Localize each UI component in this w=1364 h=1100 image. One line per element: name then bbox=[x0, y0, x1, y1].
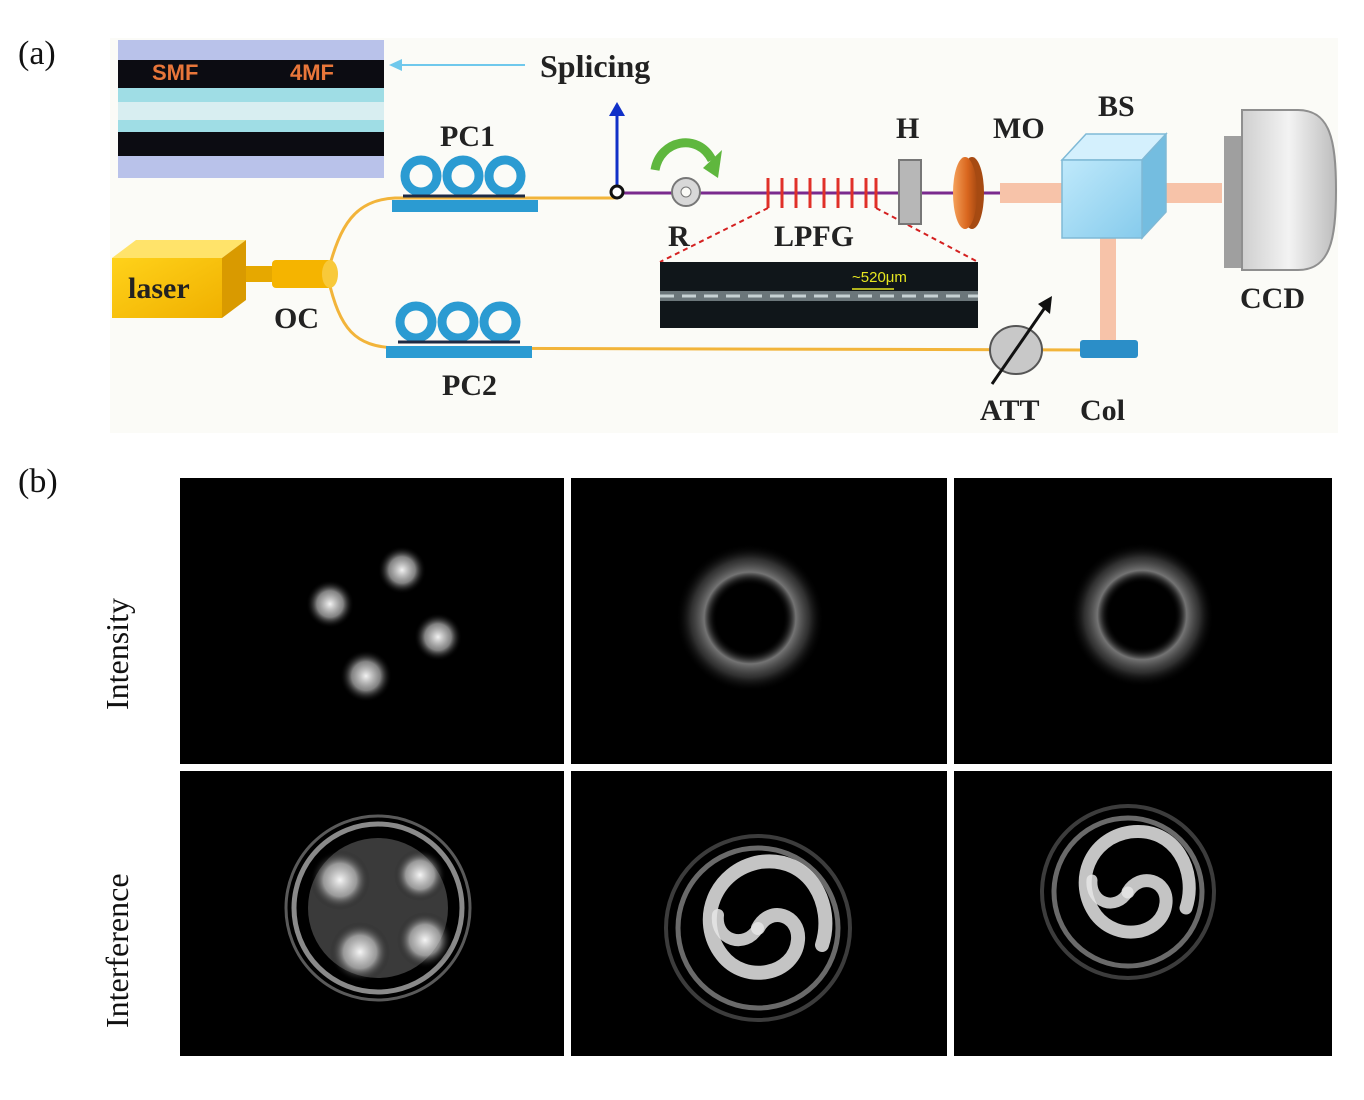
label-h: H bbox=[896, 112, 919, 145]
label-ccd: CCD bbox=[1240, 282, 1305, 315]
lpfg-zoom-right bbox=[875, 207, 979, 263]
label-bs: BS bbox=[1098, 90, 1135, 123]
label-pc1: PC1 bbox=[440, 120, 495, 153]
rotation-arrowhead bbox=[703, 150, 722, 178]
grating-inset: ~520μm bbox=[660, 262, 978, 328]
holder-h bbox=[898, 159, 922, 225]
row-label-interference: Interference bbox=[99, 873, 135, 1028]
laser-box bbox=[112, 240, 246, 318]
panel-a: (a) SMF 4MF Splicing laser bbox=[18, 35, 1338, 433]
attenuator-att bbox=[989, 296, 1052, 385]
label-r: R bbox=[668, 220, 690, 253]
grating-inset-period: ~520μm bbox=[852, 269, 907, 286]
panel-b-label: (b) bbox=[18, 463, 58, 500]
pc1-controller bbox=[392, 155, 538, 212]
splice-point bbox=[609, 184, 625, 200]
label-oc: OC bbox=[274, 302, 319, 335]
laser-connector bbox=[246, 266, 274, 282]
splice-arrowhead bbox=[389, 59, 402, 71]
beam-vertical bbox=[1100, 238, 1116, 342]
label-att: ATT bbox=[980, 394, 1039, 427]
label-pc2: PC2 bbox=[442, 369, 497, 402]
intensity-image-3 bbox=[954, 478, 1332, 764]
label-col: Col bbox=[1080, 394, 1125, 427]
lpfg-zoom-left bbox=[659, 207, 769, 263]
rotation-arrow-icon bbox=[650, 138, 717, 172]
interference-image-1 bbox=[180, 771, 564, 1056]
interference-image-3 bbox=[954, 771, 1332, 1056]
label-laser: laser bbox=[128, 272, 190, 305]
interference-image-2 bbox=[571, 771, 947, 1056]
pc2-controller bbox=[386, 301, 532, 358]
intensity-image-2 bbox=[571, 478, 947, 764]
microscope-objective-mo bbox=[953, 157, 984, 229]
panel-b: (b) Intensity Interference bbox=[18, 463, 1332, 1056]
optical-coupler bbox=[272, 260, 338, 288]
splice-axis-arrowhead bbox=[609, 102, 625, 116]
row-label-intensity: Intensity bbox=[99, 598, 135, 710]
collimator-col bbox=[1080, 340, 1138, 358]
label-splicing: Splicing bbox=[540, 48, 650, 84]
splice-inset-smf: SMF bbox=[152, 60, 198, 85]
rotator-r-hub bbox=[680, 186, 692, 198]
label-mo: MO bbox=[993, 112, 1045, 145]
splice-inset-4mf: 4MF bbox=[290, 60, 334, 85]
beam-splitter-bs bbox=[1060, 132, 1168, 240]
label-lpfg: LPFG bbox=[774, 220, 854, 253]
fiber-upper-arm bbox=[326, 196, 618, 273]
splice-inset: SMF 4MF bbox=[118, 40, 384, 178]
panel-a-label: (a) bbox=[18, 35, 56, 72]
ccd-camera bbox=[1224, 109, 1338, 271]
lpfg-grating bbox=[766, 178, 878, 208]
intensity-image-1 bbox=[180, 478, 564, 764]
